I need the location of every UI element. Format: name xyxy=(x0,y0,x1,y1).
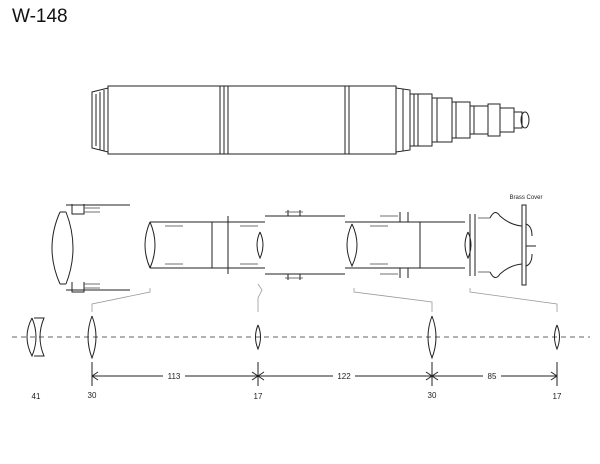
rear-tube-section xyxy=(345,212,465,278)
diagram-title: W-148 xyxy=(12,6,68,27)
leader-lines xyxy=(91,283,558,312)
middle-tube-section xyxy=(265,210,345,280)
lens-diameter-label: 30 xyxy=(428,391,437,400)
lens-3 xyxy=(427,315,437,360)
eyepiece-section: Brass Cover xyxy=(464,195,543,286)
dimension-label: 85 xyxy=(488,372,497,381)
telescope-exterior-view xyxy=(91,85,530,155)
lens-4 xyxy=(554,324,560,351)
lens-diameter-label: 41 xyxy=(32,392,41,401)
lens-diameter-label: 30 xyxy=(88,391,97,400)
first-tube-section xyxy=(144,216,265,274)
lens-1 xyxy=(87,315,97,360)
brass-cover-label: Brass Cover xyxy=(509,195,542,201)
lens-diameter-label: 17 xyxy=(254,392,263,401)
objective-cell-section xyxy=(51,204,130,293)
objective-lens xyxy=(26,317,45,358)
lens-diameter-label: 17 xyxy=(553,392,562,401)
lens-2 xyxy=(255,324,261,351)
dimension-label: 122 xyxy=(337,372,351,381)
dimension-label: 113 xyxy=(168,372,181,381)
optical-layout: 113 122 85 41 30 17 30 17 xyxy=(12,315,590,401)
